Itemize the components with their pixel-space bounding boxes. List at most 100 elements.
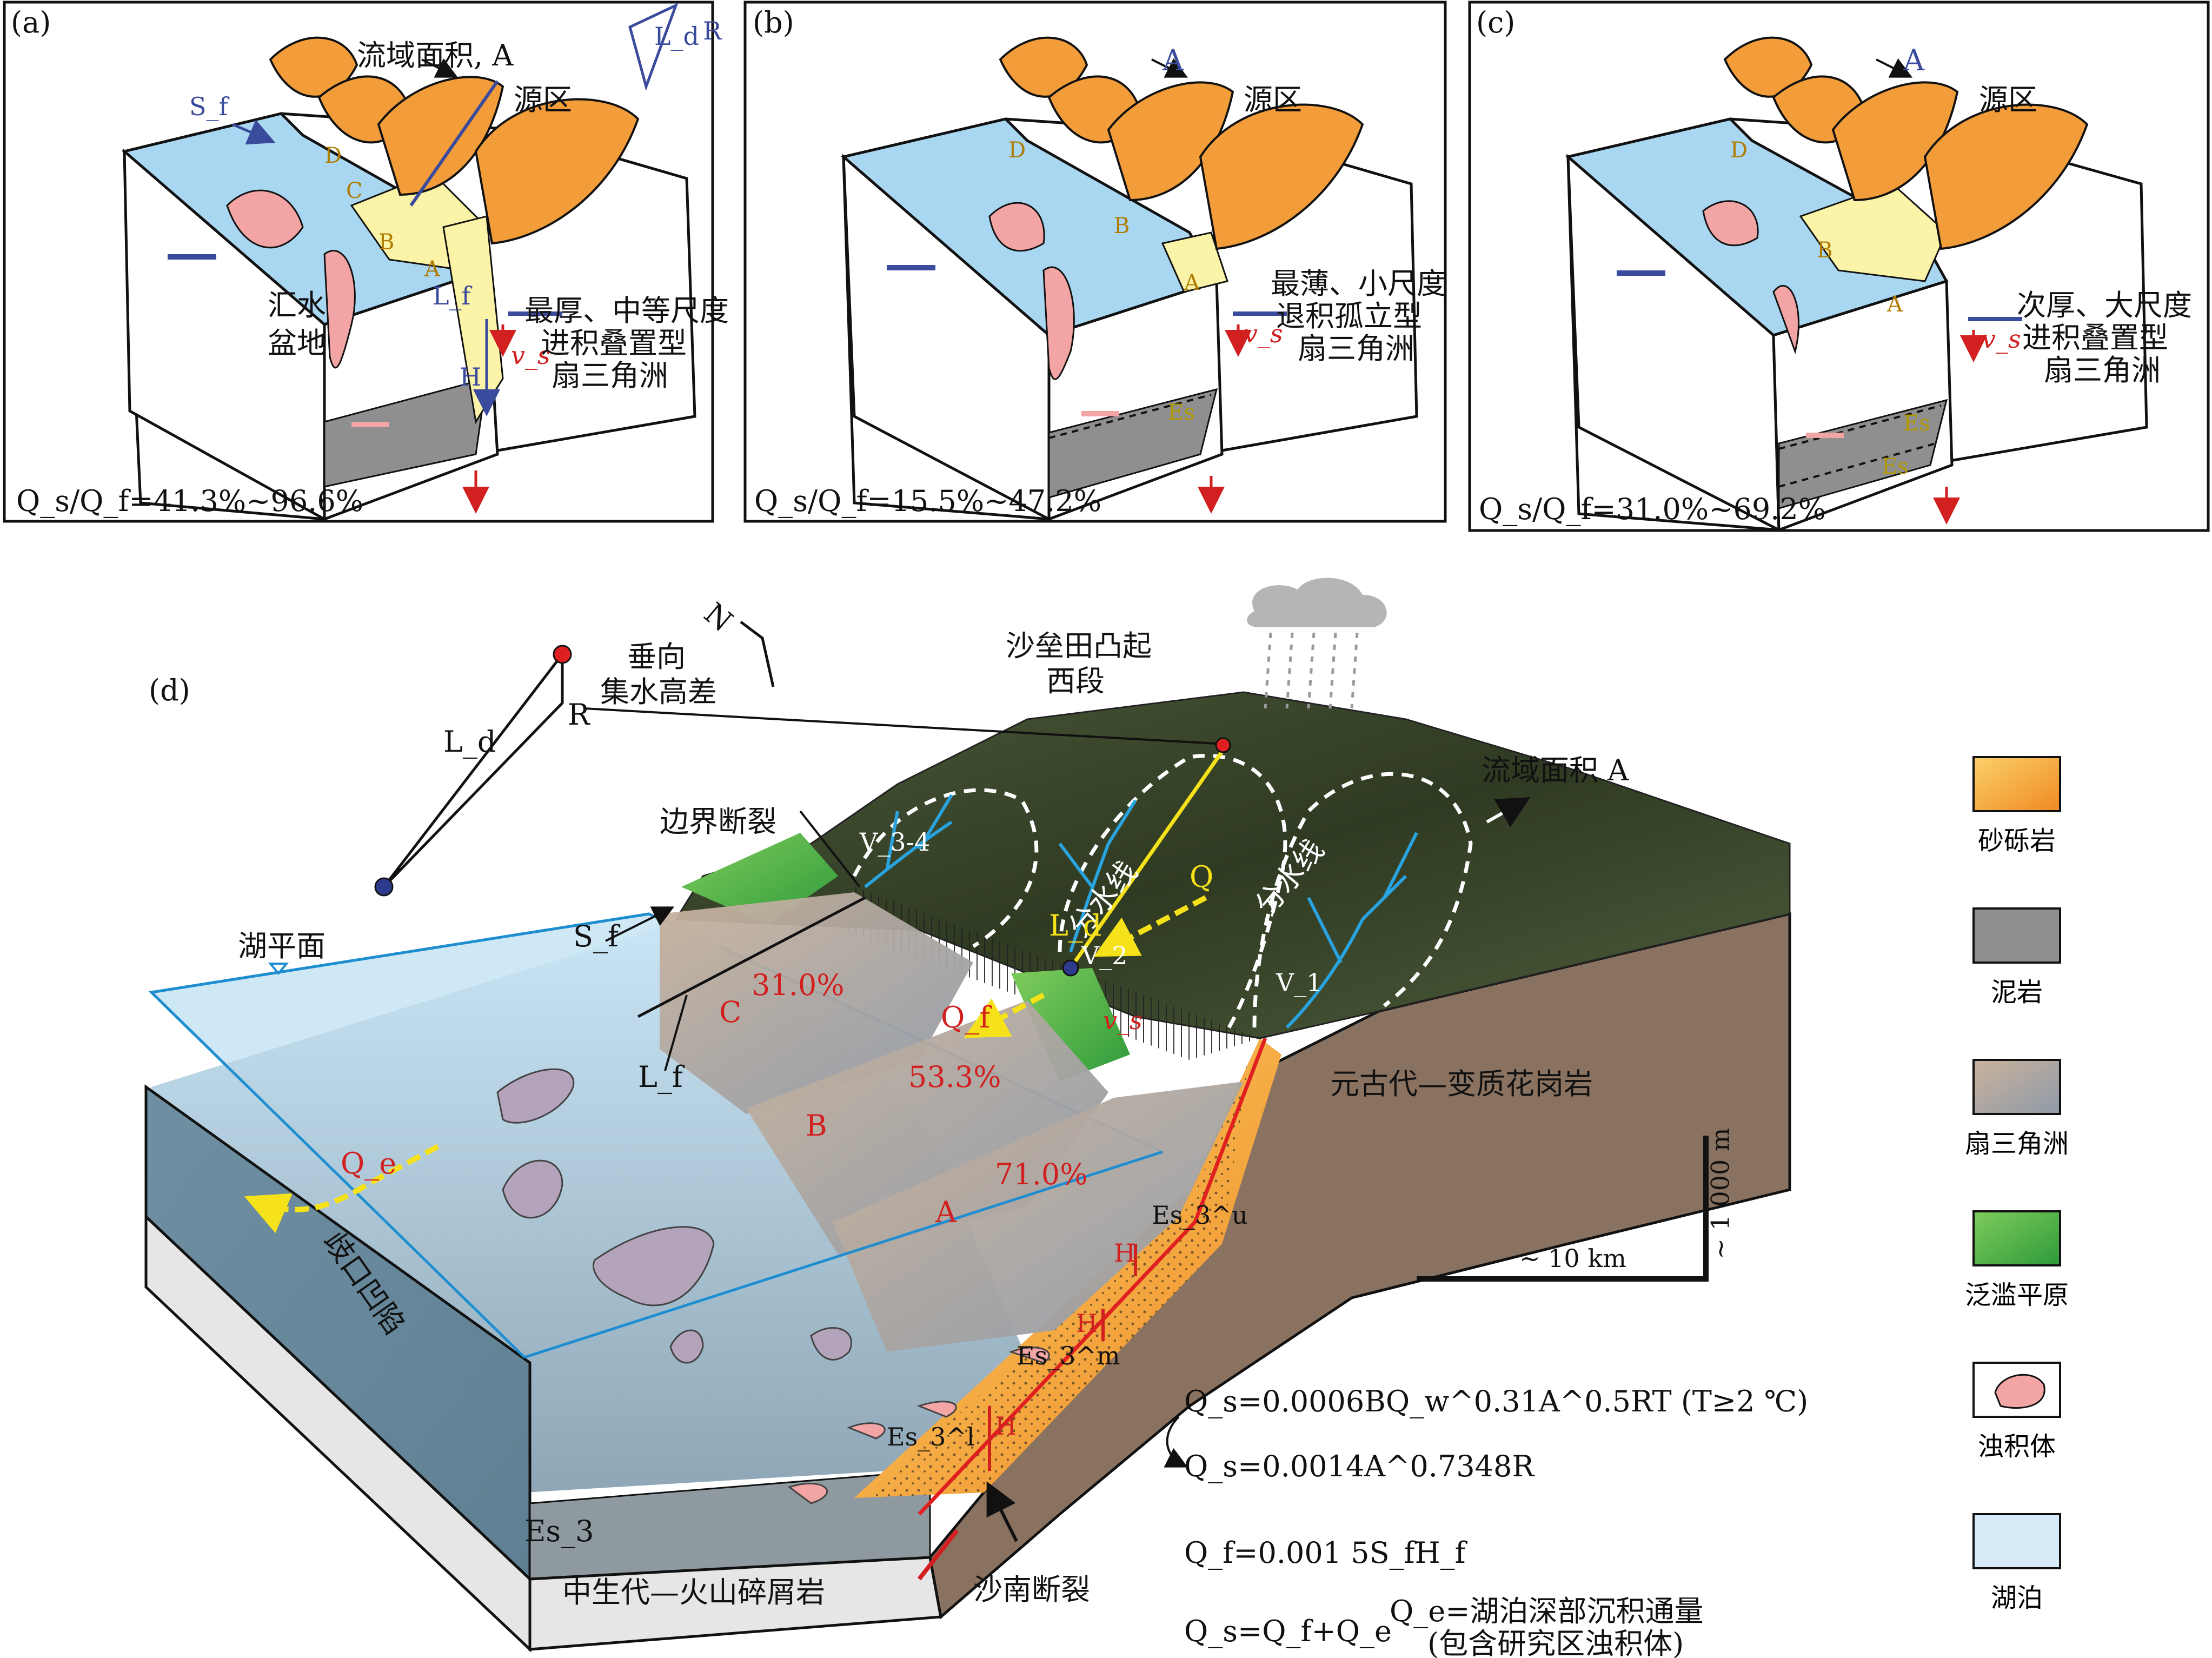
panel-c-catchment-label: A bbox=[1903, 43, 1924, 77]
relief-title-line1: 垂向 bbox=[627, 640, 686, 674]
legend-swatch-sandstone bbox=[1972, 756, 2061, 812]
panel-a-frame bbox=[3, 1, 714, 523]
es3-label: Es_3 bbox=[524, 1514, 594, 1548]
boundary-fault-label: 边界断裂 bbox=[660, 805, 776, 839]
panel-b-strat-label: Es bbox=[1168, 400, 1195, 425]
catchment-area-label: 流域面积 A bbox=[1482, 753, 1629, 787]
panel-a-vs-label: v_s bbox=[511, 341, 550, 370]
panel-b-delta-line2: 退积孤立型 bbox=[1276, 299, 1422, 333]
equation-3: Q_f=0.001 5S_fH_f bbox=[1184, 1536, 1466, 1570]
panel-b-vs-label: v_s bbox=[1244, 319, 1283, 348]
uplift-line1: 沙垒田凸起 bbox=[1006, 629, 1152, 663]
legend-label-fan-delta: 扇三角洲 bbox=[1964, 1129, 2069, 1159]
relief-ld-label: L_d bbox=[443, 725, 496, 759]
percent-c: 31.0% bbox=[752, 968, 845, 1002]
panel-b-delta-line3: 扇三角洲 bbox=[1298, 331, 1414, 366]
panel-c-lobe-d: D bbox=[1730, 138, 1748, 163]
panel-a-lobe-b: B bbox=[378, 230, 395, 255]
panel-c-strat-label-1: Es bbox=[1903, 411, 1930, 436]
qe-note-line1: Q_e=湖泊深部沉积通量 bbox=[1390, 1594, 1704, 1628]
panel-b-frame bbox=[743, 1, 1447, 523]
panel-c-vs-label: v_s bbox=[1982, 324, 2021, 354]
panel-a-delta-line1: 最厚、中等尺度 bbox=[524, 294, 729, 328]
legend-swatches bbox=[1972, 756, 2061, 1569]
panel-a-h-label: H bbox=[460, 362, 482, 392]
panel-b-catchment-label: A bbox=[1163, 43, 1184, 77]
panel-a-basin-line2: 盆地 bbox=[268, 326, 326, 360]
panel-c-source-label: 源区 bbox=[1979, 83, 2037, 117]
panel-b-lobe-b: B bbox=[1114, 214, 1130, 238]
relief-title-line2: 集水高差 bbox=[600, 675, 717, 709]
legend-label-lake: 湖泊 bbox=[1990, 1583, 2043, 1613]
lobe-c: C bbox=[719, 995, 742, 1029]
panel-a-block bbox=[121, 3, 696, 522]
qe-label: Q_e bbox=[341, 1146, 397, 1181]
strat-lower: Es_3^l bbox=[887, 1422, 975, 1451]
panel-a-ld-label: L_d bbox=[654, 22, 699, 51]
percent-b: 53.3% bbox=[908, 1060, 1001, 1094]
fault-sn-label: 沙南断裂 bbox=[973, 1573, 1090, 1607]
vs-main-label: v_s bbox=[1103, 1006, 1142, 1035]
panel-c-lobe-b: B bbox=[1817, 238, 1833, 263]
panel-b-lobe-a: A bbox=[1184, 270, 1200, 295]
panel-b-delta-line1: 最薄、小尺度 bbox=[1271, 267, 1446, 301]
panel-d-tag: (d) bbox=[149, 673, 190, 707]
panel-a-catchment-label: 流域面积, A bbox=[357, 38, 514, 72]
legend-label-sandstone: 砂砾岩 bbox=[1977, 826, 2056, 856]
panel-c-frame bbox=[1468, 1, 2210, 532]
panel-a-lf-label: L_f bbox=[433, 281, 471, 310]
lake-level-label: 湖平面 bbox=[238, 929, 326, 963]
panel-a-lobe-a: A bbox=[424, 257, 440, 282]
panel-a-r-label: R bbox=[703, 16, 722, 45]
panel-c-delta-line1: 次厚、大尺度 bbox=[2017, 288, 2192, 322]
legend-swatch-lake bbox=[1972, 1513, 2061, 1569]
panel-c-delta-line3: 扇三角洲 bbox=[2044, 353, 2161, 387]
panel-a-delta-line3: 扇三角洲 bbox=[552, 359, 668, 393]
ld-label-terrain: L_d bbox=[1049, 908, 1102, 943]
strat-middle: Es_3^m bbox=[1017, 1341, 1120, 1370]
equation-2: Q_s=0.0014A^0.7348R bbox=[1184, 1449, 1535, 1483]
percent-a: 71.0% bbox=[995, 1157, 1088, 1191]
h-label-3: H bbox=[995, 1411, 1017, 1441]
qe-note-line2: (包含研究区浊积体) bbox=[1427, 1627, 1684, 1658]
v34-label: V_3-4 bbox=[860, 827, 931, 857]
panel-b-tag: (b) bbox=[753, 5, 794, 39]
legend-swatch-fan-delta bbox=[1972, 1059, 2061, 1115]
panel-c-ratio: Q_s/Q_f=31.0%~69.2% bbox=[1479, 492, 1826, 526]
panel-c-lobe-a: A bbox=[1887, 292, 1903, 317]
legend-label-mudstone: 泥岩 bbox=[1990, 977, 2043, 1007]
panel-b-ratio: Q_s/Q_f=15.5%~47.2% bbox=[754, 484, 1102, 518]
uplift-line2: 西段 bbox=[1046, 664, 1105, 698]
h-label-2: H bbox=[1076, 1309, 1098, 1338]
panel-c-block bbox=[1565, 36, 2148, 533]
lobe-a: A bbox=[935, 1195, 956, 1229]
q-label: Q bbox=[1190, 860, 1214, 894]
v2-label: V_2 bbox=[1081, 941, 1128, 970]
legend-swatch-mudstone bbox=[1972, 907, 2061, 964]
panel-a-delta-line2: 进积叠置型 bbox=[541, 326, 687, 360]
main-block-diagram bbox=[144, 578, 1791, 1653]
mesozoic-label: 中生代—火山碎屑岩 bbox=[562, 1575, 825, 1609]
panel-b-lobe-d: D bbox=[1008, 138, 1026, 163]
panel-b-source-label: 源区 bbox=[1244, 83, 1302, 117]
panel-a-source-label: 源区 bbox=[514, 83, 572, 117]
panel-a-ratio: Q_s/Q_f=41.3%~96.6% bbox=[16, 484, 364, 518]
panel-a-tag: (a) bbox=[11, 5, 51, 39]
panel-c-delta-line2: 进积叠置型 bbox=[2022, 321, 2168, 355]
panel-c-tag: (c) bbox=[1476, 5, 1516, 39]
legend-label-turbidite: 浊积体 bbox=[1977, 1431, 2056, 1462]
scale-vertical: ~ 1 000 m bbox=[1705, 1128, 1735, 1259]
strat-upper: Es_3^u bbox=[1152, 1201, 1248, 1230]
equation-1: Q_s=0.0006BQ_w^0.31A^0.5RT (T≥2 ℃) bbox=[1184, 1384, 1809, 1418]
panel-a-lobe-d: D bbox=[324, 143, 342, 168]
lobe-b: B bbox=[806, 1109, 827, 1143]
panel-a-sf-label: S_f bbox=[189, 92, 228, 121]
scale-horizontal: ~ 10 km bbox=[1519, 1244, 1626, 1273]
relief-r-label: R bbox=[568, 698, 590, 732]
basement-label: 元古代—变质花岗岩 bbox=[1330, 1067, 1593, 1101]
sf-label: S_f bbox=[573, 919, 619, 953]
v1-label: V_1 bbox=[1276, 968, 1323, 997]
legend-swatch-floodplain bbox=[1972, 1210, 2061, 1266]
